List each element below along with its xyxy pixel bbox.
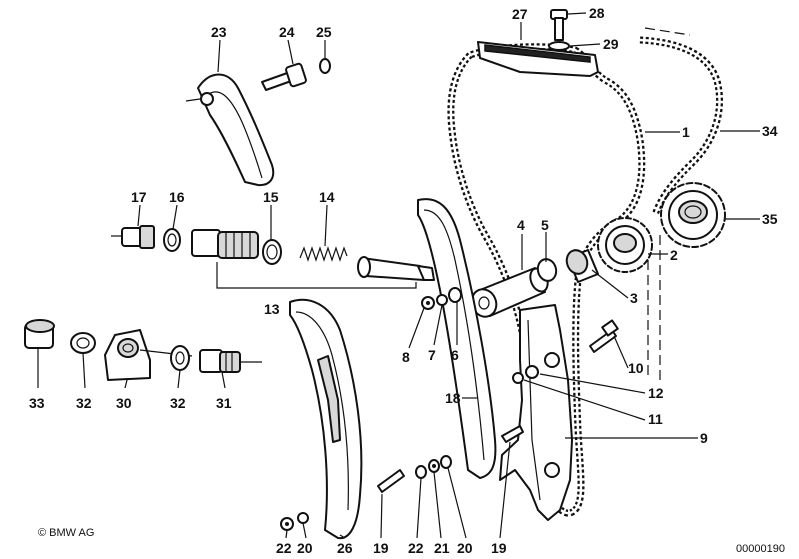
- tensioner-bracket-13: [216, 262, 417, 289]
- callout-6: 6: [451, 347, 459, 363]
- leader-lines: [37, 12, 760, 539]
- intermediate-sprocket-large: [660, 182, 726, 248]
- sealing-ring-16: [163, 228, 181, 252]
- callout-33: 33: [29, 395, 45, 411]
- callout-26: 26: [337, 540, 353, 556]
- plug-33: [24, 319, 55, 349]
- copyright-notice: © BMW AG: [38, 527, 94, 539]
- washer-20-right: [440, 455, 452, 469]
- callout-12: 12: [648, 385, 664, 401]
- callout-24: 24: [279, 24, 295, 40]
- callout-3: 3: [630, 290, 638, 306]
- callout-20-right: 20: [457, 540, 473, 556]
- pivot-pin-24: [261, 62, 307, 91]
- callout-13: 13: [264, 301, 280, 317]
- callout-17: 17: [131, 189, 147, 205]
- callout-25: 25: [316, 24, 332, 40]
- callout-16: 16: [169, 189, 185, 205]
- guide-rail-washer: [548, 41, 570, 51]
- callout-9: 9: [700, 430, 708, 446]
- callout-23: 23: [211, 24, 227, 40]
- callout-21: 21: [434, 540, 450, 556]
- long-guide-rail: [289, 298, 363, 540]
- tensioner-piston: [357, 256, 435, 281]
- washer-8: [421, 296, 435, 310]
- washer-22-left: [280, 517, 294, 531]
- callout-27: 27: [512, 6, 528, 22]
- sealing-ring-32-left: [70, 332, 96, 354]
- upper-tensioner-rail: [185, 73, 275, 187]
- guide-pin-19-left: [377, 469, 405, 493]
- guide-pin-19-right: [501, 425, 524, 443]
- callout-2: 2: [670, 247, 678, 263]
- callout-34: 34: [762, 123, 778, 139]
- drawing-number: 00000190: [736, 543, 785, 555]
- callout-labels: 1 2 3 4 5 6 7 8 9 10 11 12 13 14 15 16 1…: [29, 5, 778, 556]
- callout-15: 15: [263, 189, 279, 205]
- callout-22-right: 22: [408, 540, 424, 556]
- washer-20-left: [297, 512, 309, 524]
- callout-5: 5: [541, 217, 549, 233]
- callout-31: 31: [216, 395, 232, 411]
- callout-14: 14: [319, 189, 335, 205]
- washer-21: [428, 459, 440, 473]
- callout-29: 29: [603, 36, 619, 52]
- screw-plug-31: [199, 349, 262, 373]
- chain-guide-rail: [499, 304, 573, 521]
- bushing-6: [448, 287, 462, 303]
- callout-1: 1: [682, 124, 690, 140]
- callout-35: 35: [762, 211, 778, 227]
- callout-30: 30: [116, 395, 132, 411]
- callout-32-left: 32: [76, 395, 92, 411]
- sealing-ring-15: [262, 239, 282, 265]
- retaining-ring-25: [319, 58, 331, 74]
- callout-22-left: 22: [276, 540, 292, 556]
- callout-19-left: 19: [373, 540, 389, 556]
- callout-20-left: 20: [297, 540, 313, 556]
- washer-11: [512, 372, 524, 384]
- crankshaft-sprocket: [597, 217, 653, 273]
- guide-pivot-shaft: [470, 267, 549, 318]
- callout-4: 4: [517, 217, 525, 233]
- washer-22-right: [415, 465, 427, 479]
- callout-8: 8: [402, 349, 410, 365]
- timing-chain-assembly: [447, 27, 724, 517]
- callout-11: 11: [648, 411, 663, 427]
- upper-chain-guide-rail: [477, 41, 599, 77]
- callout-28: 28: [589, 5, 605, 21]
- guide-bolt-10: [589, 319, 619, 353]
- o-ring-5: [536, 258, 558, 282]
- callout-7: 7: [428, 347, 436, 363]
- washer-7: [436, 294, 448, 306]
- callout-10: 10: [628, 360, 644, 376]
- callout-19-right: 19: [491, 540, 507, 556]
- sealing-ring-32-right: [170, 345, 190, 371]
- sprocket-bushing: [565, 249, 599, 283]
- tensioner-housing: [191, 229, 259, 259]
- tensioner-spring: [299, 246, 348, 262]
- washer-12: [525, 365, 539, 379]
- callout-32-right: 32: [170, 395, 186, 411]
- tensioner-plug-17: [111, 225, 155, 249]
- guide-rail-bolt: [550, 9, 568, 41]
- callout-18: 18: [445, 390, 461, 406]
